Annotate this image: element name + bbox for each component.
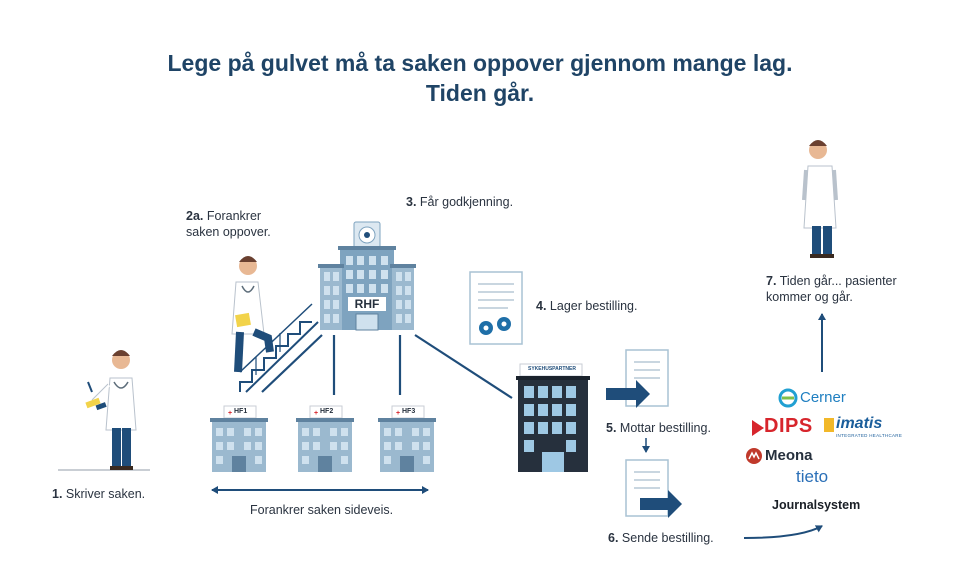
rhf-building xyxy=(318,221,416,331)
title-line-1: Lege på gulvet må ta saken oppover gjenn… xyxy=(167,50,793,76)
hf2-label: HF2 xyxy=(320,408,334,415)
rhf-connectors xyxy=(261,334,513,399)
rhf-label: RHF xyxy=(354,297,380,311)
svg-text:+: + xyxy=(228,410,232,417)
received-order-document xyxy=(606,349,669,408)
journalsystem-label: Journalsystem xyxy=(772,498,861,512)
cerner-logo-text: Cerner xyxy=(800,389,846,406)
sykehuspartner-building xyxy=(516,363,590,472)
curved-arrow xyxy=(743,525,823,539)
doctor-writing xyxy=(58,350,150,471)
hf3-label: HF3 xyxy=(402,408,416,415)
imatis-logo-text: imatis xyxy=(836,415,883,432)
dips-logo-mark xyxy=(752,420,764,436)
imatis-logo-mark xyxy=(824,418,834,432)
step-4-label: 4. Lager bestilling. xyxy=(536,299,638,313)
doctor-waiting xyxy=(802,140,838,258)
step-2a-label: 2a. Forankrer saken oppover. xyxy=(186,209,271,239)
hf1-building: + xyxy=(210,405,268,472)
step-3-label: 3. Får godkjenning. xyxy=(406,195,514,209)
hf1-label: HF1 xyxy=(234,408,248,415)
doctor-stairs xyxy=(231,256,319,393)
imatis-logo-subtitle: INTEGRATED HEALTHCARE xyxy=(836,433,903,438)
hf3-building: + xyxy=(378,405,436,472)
sideways-label: Forankrer saken sideveis. xyxy=(250,503,394,517)
order-document xyxy=(469,271,523,345)
svg-text:+: + xyxy=(396,410,400,417)
step-6-label: 6. Sende bestilling. xyxy=(608,531,714,545)
sykehuspartner-sign: SYKEHUSPARTNER xyxy=(528,366,576,372)
meona-logo-text: Meona xyxy=(765,447,813,464)
diagram-title: Lege på gulvet må ta saken oppover gjenn… xyxy=(0,48,960,108)
cerner-logo-mark xyxy=(778,388,798,408)
title-line-2: Tiden går. xyxy=(425,80,535,106)
step-7-label: 7. Tiden går... pasienter kommer og går. xyxy=(766,274,897,304)
meona-logo-mark xyxy=(746,448,762,464)
hf2-building: + xyxy=(296,405,354,472)
step-1-label: 1. Skriver saken. xyxy=(52,487,146,501)
tieto-logo-text: tieto xyxy=(796,467,829,486)
send-order-document xyxy=(625,459,682,518)
step-5-label: 5. Mottar bestilling. xyxy=(606,421,711,435)
svg-text:+: + xyxy=(314,410,318,417)
dips-logo-text: DIPS xyxy=(764,415,813,437)
